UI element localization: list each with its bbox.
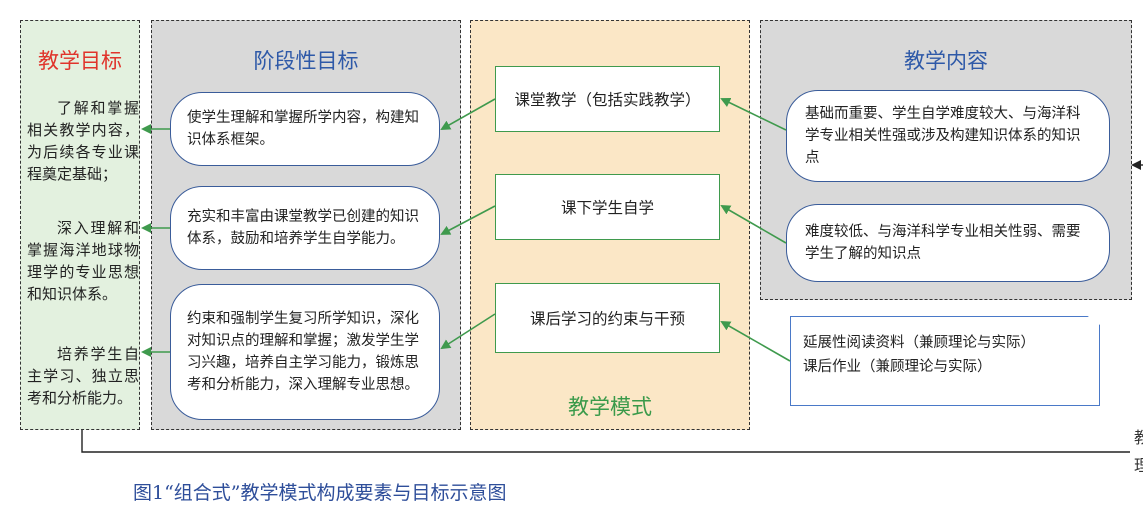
arrow-mode1-to-stage1 — [440, 98, 496, 130]
feedback-bracket-line — [81, 430, 1130, 453]
goal-item-1: 了解和掌握相关教学内容，为后续各专业课程奠定基础； — [27, 99, 139, 183]
teaching-mode-title: 教学模式 — [568, 395, 652, 419]
extension-line-2: 课后作业（兼顾理论与实际） — [803, 359, 992, 375]
stage-goal-3: 约束和强制学生复习所学知识，深化对知识点的理解和掌握；激发学生学习兴趣，培养自主… — [170, 284, 440, 420]
stage-goal-2: 充实和丰富由课堂教学已创建的知识体系，鼓励和培养学生自学能力。 — [170, 186, 440, 270]
content-item-1: 基础而重要、学生自学难度较大、与海洋科学专业相关性强或涉及构建知识体系的知识点 — [786, 90, 1110, 182]
arrow-content1-to-mode1 — [720, 97, 787, 131]
mode-self-study-box: 课下学生自学 — [495, 174, 720, 240]
extension-line-1: 延展性阅读资料（兼顾理论与实际） — [803, 335, 1035, 351]
stage-goals-title: 阶段性目标 — [253, 49, 359, 73]
mode-classroom-box: 课堂教学（包括实践教学） — [495, 66, 720, 132]
edge-char-1: 教 — [1134, 428, 1143, 447]
goal-item-2: 深入理解和掌握海洋地球物理学的专业思想和知识体系。 — [27, 219, 139, 303]
arrow-content2-to-mode2 — [720, 204, 787, 244]
arrow-mode3-to-stage3 — [440, 313, 496, 350]
edge-char-2: 理 — [1134, 456, 1143, 475]
stage-goal-1: 使学生理解和掌握所学内容，构建知识体系框架。 — [170, 92, 440, 166]
figure-caption: 图1“组合式”教学模式构成要素与目标示意图 — [133, 482, 507, 504]
goal-item-3: 培养学生自主学习、独立思考和分析能力。 — [27, 345, 139, 407]
goals-title: 教学目标 — [38, 49, 122, 73]
arrow-mode2-to-stage2 — [440, 205, 496, 235]
teaching-content-title: 教学内容 — [904, 49, 988, 73]
mode-after-class-box: 课后学习的约束与干预 — [495, 283, 720, 353]
goals-panel: 教学目标 了解和掌握相关教学内容，为后续各专业课程奠定基础； 深入理解和掌握海洋… — [20, 20, 140, 430]
extension-reading-box: 延展性阅读资料（兼顾理论与实际） 课后作业（兼顾理论与实际） — [790, 316, 1100, 406]
content-item-2: 难度较低、与海洋科学专业相关性弱、需要学生了解的知识点 — [786, 204, 1110, 282]
arrow-extension-to-mode3 — [720, 321, 791, 362]
